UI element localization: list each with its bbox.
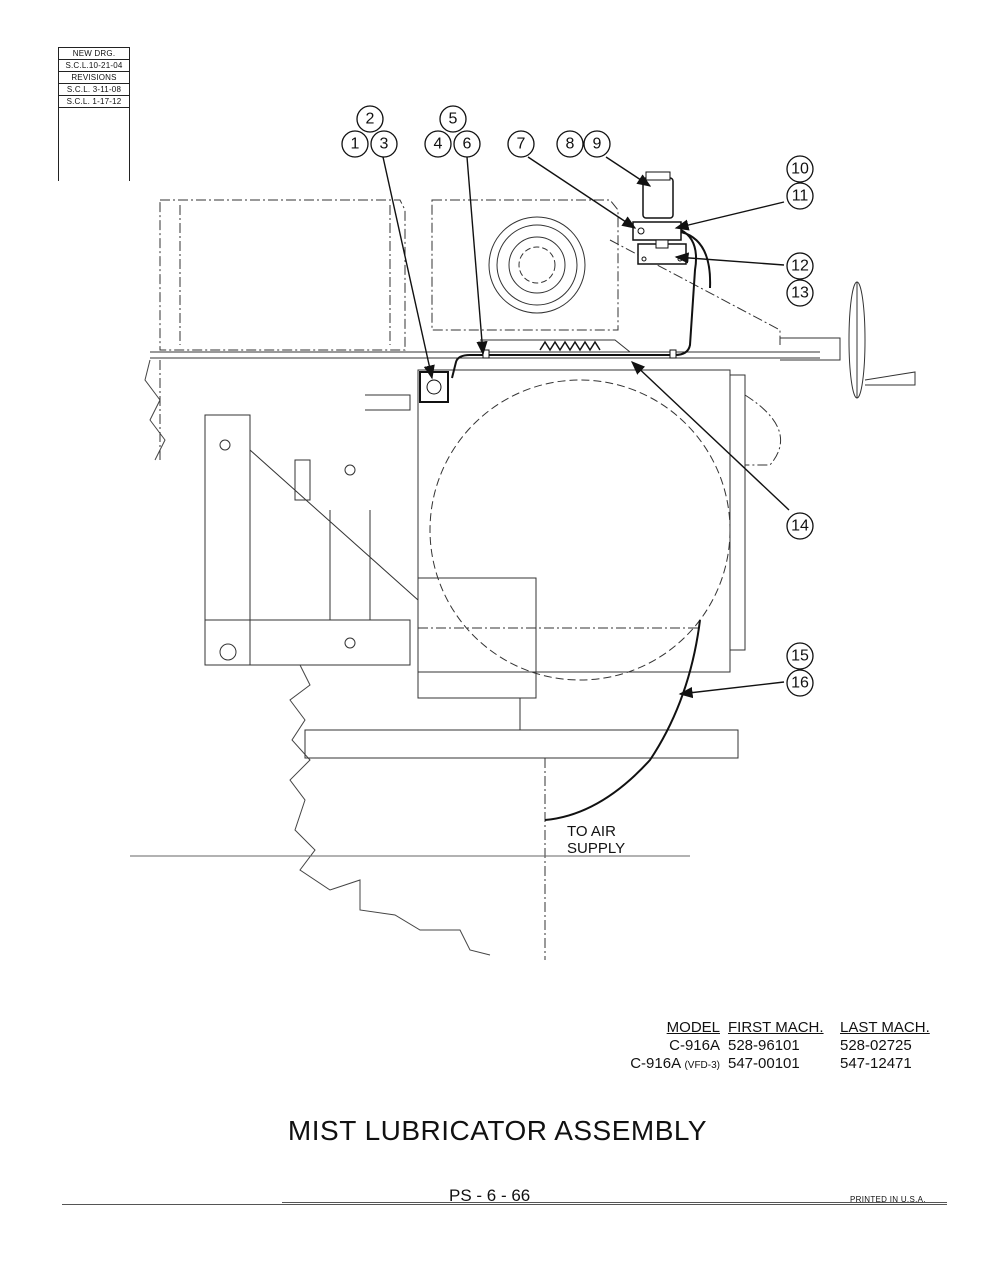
leader-line (605, 156, 652, 187)
revisions-label: REVISIONS (59, 71, 129, 83)
callout-label: 1 (351, 136, 360, 153)
callout-label: 6 (463, 136, 472, 153)
table-row: C-916A (VFD-3) 547-00101 547-12471 (600, 1055, 948, 1075)
callout-label: 16 (791, 675, 809, 692)
new-drawing-date: S.C.L.10-21-04 (59, 59, 129, 71)
lubricator-valve (632, 221, 682, 241)
callout-13 (786, 279, 814, 307)
new-drawing-label: NEW DRG. (59, 47, 129, 59)
callout-1 (341, 130, 369, 158)
models-table-header: MODEL FIRST MACH. LAST MACH. (600, 1019, 948, 1037)
page-number: PS - 6 - 66 (449, 1186, 531, 1205)
air-supply-hose (544, 619, 701, 821)
table-row: C-916A 528-96101 528-02725 (600, 1037, 948, 1055)
leader-line (527, 156, 637, 229)
leader-line (674, 252, 785, 266)
page-title: MIST LUBRICATOR ASSEMBLY (287, 1115, 708, 1146)
printed-note: PRINTED IN U.S.A. (850, 1195, 926, 1204)
break-line (144, 359, 166, 461)
footer-divider (282, 1202, 947, 1203)
callout-4 (424, 130, 452, 158)
callout-9 (583, 130, 611, 158)
callout-label: 11 (792, 188, 809, 205)
callout-14 (786, 512, 814, 540)
header-model: MODEL (666, 1019, 720, 1036)
header-last-mach: LAST MACH. (840, 1019, 930, 1036)
spring-coil (539, 340, 601, 352)
solenoid-valve (419, 371, 449, 403)
air-supply-label: TO AIR SUPPLY (567, 823, 625, 857)
callout-7 (507, 130, 535, 158)
callout-label: 15 (791, 648, 809, 665)
callout-12 (786, 252, 814, 280)
leader-line (630, 361, 790, 511)
callout-6 (453, 130, 481, 158)
footer-divider (62, 1204, 947, 1205)
pulley (488, 216, 586, 314)
column-frame (204, 414, 251, 666)
callout-label: 8 (566, 136, 575, 153)
callout-10 (786, 155, 814, 183)
header-first-mach: FIRST MACH. (728, 1019, 824, 1036)
motor-outline (159, 199, 406, 351)
callout-16 (786, 669, 814, 697)
lubricant-tube (451, 229, 697, 379)
callout-label: 10 (791, 161, 809, 178)
callout-label: 2 (366, 111, 375, 128)
callout-11 (786, 182, 814, 210)
handwheel (780, 337, 841, 361)
callout-5 (439, 105, 467, 133)
leader-line (678, 681, 785, 699)
callout-label: 9 (593, 136, 602, 153)
callout-group (341, 105, 814, 697)
pulley-housing (431, 199, 619, 331)
first-mach-cell: 528-96101 (728, 1037, 800, 1054)
callout-15 (786, 642, 814, 670)
callout-label: 5 (449, 111, 458, 128)
callout-label: 13 (791, 285, 809, 302)
callout-label: 4 (434, 136, 443, 153)
last-mach-cell: 547-12471 (840, 1055, 912, 1072)
leader-line (382, 156, 435, 380)
model-cell: C-916A (630, 1055, 681, 1072)
leader-line (466, 156, 488, 356)
callout-label: 14 (791, 518, 809, 535)
model-cell: C-916A (669, 1037, 720, 1054)
revision-entry: S.C.L. 3-11-08 (59, 83, 129, 95)
model-suffix: (VFD-3) (684, 1060, 720, 1071)
callout-2 (356, 105, 384, 133)
callout-3 (370, 130, 398, 158)
head-block (417, 369, 731, 673)
air-supply-line-1: TO AIR (567, 823, 616, 840)
revision-block: NEW DRG. S.C.L.10-21-04 REVISIONS S.C.L.… (58, 47, 130, 181)
spindle-circle (429, 379, 731, 681)
callout-8 (556, 130, 584, 158)
leader-line (674, 201, 785, 231)
air-supply-line-2: SUPPLY (567, 840, 626, 857)
callout-label: 3 (380, 136, 389, 153)
first-mach-cell: 547-00101 (728, 1055, 800, 1072)
last-mach-cell: 528-02725 (840, 1037, 912, 1054)
callout-label: 12 (791, 258, 809, 275)
revision-entry: S.C.L. 1-17-12 (59, 95, 129, 108)
base-table (304, 729, 739, 759)
callout-label: 7 (517, 136, 526, 153)
models-table: MODEL FIRST MACH. LAST MACH. C-916A 528-… (600, 1019, 948, 1075)
